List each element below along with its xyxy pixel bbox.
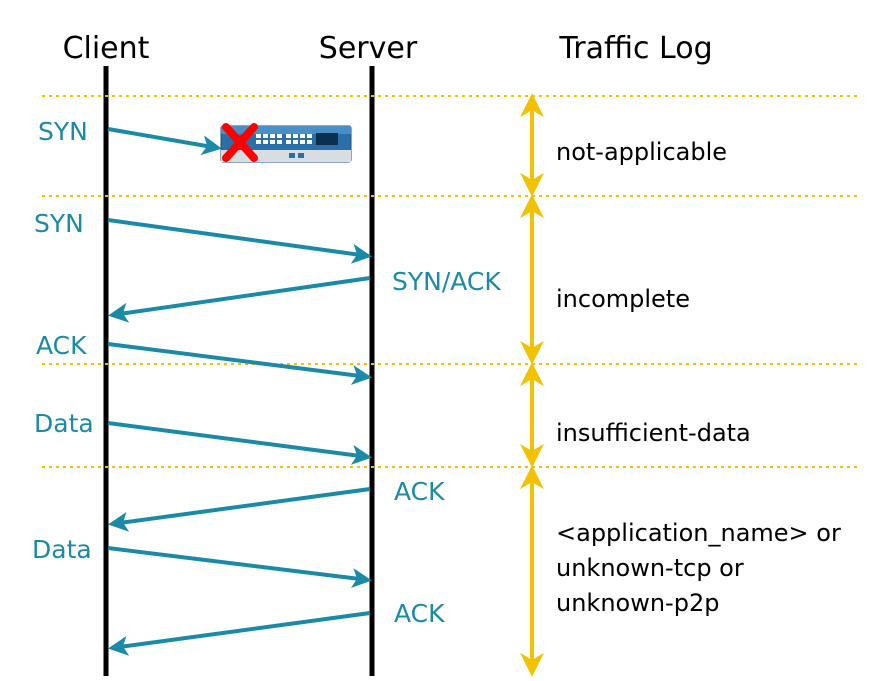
syn-blocked-arrow [107,127,222,156]
log-application-line3: unknown-p2p [556,589,719,617]
ack-server-arrow-2 [108,611,371,656]
ack-server-label-1: ACK [394,477,445,506]
data-label-1: Data [34,409,94,438]
syn-ack-arrow [108,276,371,323]
ack-server-arrow-1 [108,487,371,532]
ack-arrow [107,342,372,385]
client-header: Client [63,31,150,66]
data-arrow-2 [107,546,372,588]
traffic-log-header: Traffic Log [558,31,712,66]
red-x-icon [222,123,258,162]
log-insufficient-data: insufficient-data [556,419,751,447]
syn-ack-label: SYN/ACK [392,267,501,296]
server-header: Server [319,31,418,66]
syn-label: SYN [34,209,84,238]
syn-arrow [107,218,372,264]
log-incomplete: incomplete [556,285,690,313]
log-application-line2: unknown-tcp or [556,554,744,582]
ack-server-label-2: ACK [394,599,445,628]
data-arrow-1 [107,421,372,465]
ack-label: ACK [36,331,87,360]
data-label-2: Data [32,535,92,564]
log-application-line1: <application_name> or [556,519,841,547]
log-not-applicable: not-applicable [556,138,727,166]
syn-blocked-label: SYN [38,117,88,146]
